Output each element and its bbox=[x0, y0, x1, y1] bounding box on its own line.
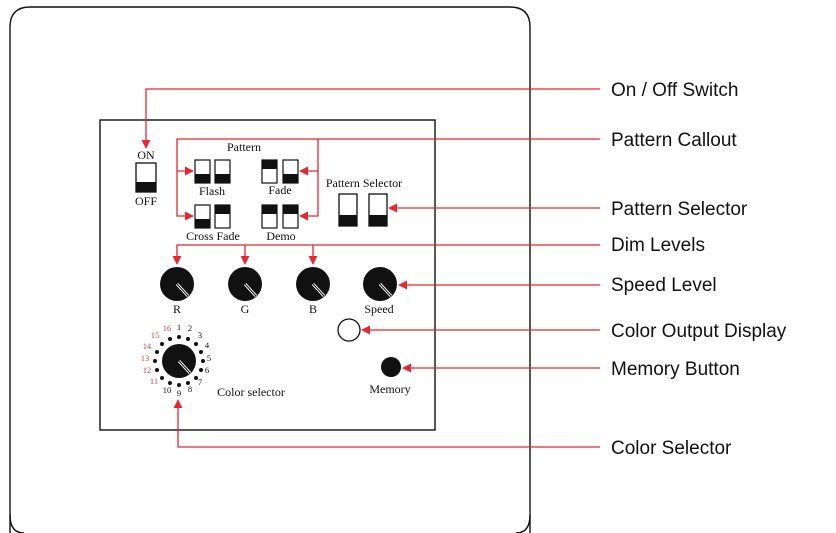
demo-switches[interactable] bbox=[261, 204, 299, 229]
dial-number-red: 16 bbox=[163, 323, 172, 333]
callout-color-output: Color Output Display bbox=[611, 321, 787, 342]
dial-number: 10 bbox=[163, 385, 172, 395]
on-label: ON bbox=[137, 148, 155, 162]
speed-knob[interactable] bbox=[363, 267, 397, 301]
memory-label: Memory bbox=[369, 382, 410, 396]
callout-pattern: Pattern Callout bbox=[611, 130, 737, 151]
g-knob[interactable] bbox=[228, 267, 262, 301]
dial-number: 3 bbox=[198, 330, 202, 340]
device-housing bbox=[9, 6, 531, 533]
callout-dim-levels: Dim Levels bbox=[611, 235, 705, 256]
pattern-selector-label: Pattern Selector bbox=[326, 176, 402, 190]
flash-switches[interactable] bbox=[194, 159, 231, 184]
flash-label: Flash bbox=[199, 184, 225, 198]
leader-pattern-bottom bbox=[176, 171, 194, 221]
memory-button[interactable] bbox=[381, 357, 401, 377]
callout-memory: Memory Button bbox=[611, 359, 740, 380]
dial-number-red: 13 bbox=[141, 353, 150, 363]
leader-pattern-right bbox=[299, 139, 319, 221]
dial-number: 4 bbox=[205, 340, 210, 350]
cross-fade-switches[interactable] bbox=[194, 204, 231, 229]
fade-label: Fade bbox=[268, 183, 291, 197]
dial-number: 9 bbox=[177, 388, 181, 398]
demo-label: Demo bbox=[266, 229, 295, 243]
color-selector-label: Color selector bbox=[217, 385, 285, 399]
dial-number-red: 14 bbox=[143, 341, 152, 351]
dial-number-red: 15 bbox=[151, 330, 160, 340]
pattern-label: Pattern bbox=[227, 140, 261, 154]
r-knob[interactable] bbox=[160, 267, 194, 301]
dial-number: 1 bbox=[177, 322, 181, 332]
dial-number: 2 bbox=[188, 323, 192, 333]
speed-label: Speed bbox=[364, 302, 393, 316]
callout-leaders bbox=[141, 88, 600, 448]
leader-on-off bbox=[141, 88, 600, 149]
dial-number-red: 11 bbox=[150, 376, 158, 386]
fade-switches[interactable] bbox=[261, 159, 299, 184]
callout-on-off: On / Off Switch bbox=[611, 80, 738, 101]
control-panel bbox=[99, 119, 436, 431]
dial-number: 8 bbox=[188, 384, 192, 394]
callout-speed-level: Speed Level bbox=[611, 275, 717, 296]
dial-number: 5 bbox=[207, 353, 211, 363]
g-label: G bbox=[241, 302, 250, 316]
leader-pattern-top bbox=[176, 138, 600, 176]
cross-fade-label: Cross Fade bbox=[186, 229, 240, 243]
off-label: OFF bbox=[135, 194, 157, 208]
on-off-switch[interactable] bbox=[135, 162, 157, 193]
dial-number: 7 bbox=[198, 377, 202, 387]
dial-number: 6 bbox=[205, 365, 209, 375]
leader-color-selector bbox=[173, 399, 600, 448]
dial-number-red: 12 bbox=[143, 365, 152, 375]
b-label: B bbox=[309, 302, 317, 316]
leader-dim-levels bbox=[172, 244, 600, 265]
callout-pattern-selector: Pattern Selector bbox=[611, 199, 748, 220]
pattern-selector-switches[interactable] bbox=[338, 193, 388, 227]
r-label: R bbox=[173, 302, 181, 316]
color-selector-dial[interactable] bbox=[153, 335, 205, 387]
color-output-display bbox=[337, 318, 361, 342]
b-knob[interactable] bbox=[296, 267, 330, 301]
callout-color-selector: Color Selector bbox=[611, 438, 732, 459]
